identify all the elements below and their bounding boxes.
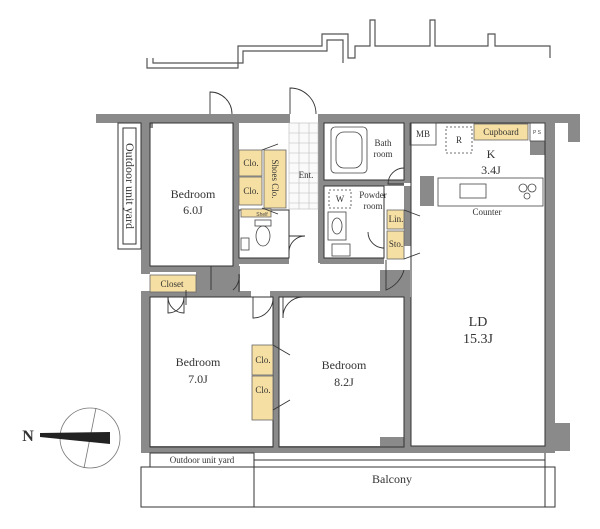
powder-label-2: room — [364, 201, 383, 211]
doors — [167, 87, 421, 411]
clo-4-box — [251, 375, 274, 421]
fridge-icon — [445, 126, 473, 154]
outdoor-yard-side-label: Outdoor unit yard — [123, 143, 137, 229]
mb-box — [409, 122, 437, 146]
shoes-clo-label: Shoes Clo. — [270, 159, 280, 198]
balcony-label: Balcony — [372, 472, 412, 486]
interior-lines — [149, 122, 546, 448]
bedroom-b-size: 7.0J — [188, 372, 208, 386]
sink-icon — [240, 237, 250, 251]
bath-label-1: Bath — [375, 138, 392, 148]
cupboard-label: Cupboard — [483, 127, 519, 137]
bath-label-2: room — [374, 149, 393, 159]
side-yard — [117, 122, 142, 250]
corridor-outline — [146, 19, 551, 69]
bedroom-c-name: Bedroom — [322, 358, 367, 372]
compass: N — [22, 407, 121, 469]
shelf-label: Shelf — [256, 212, 268, 218]
compass-letter: N — [22, 428, 34, 445]
fixtures — [240, 122, 546, 257]
bedroom-a-size: 6.0J — [183, 203, 203, 217]
clo-2-label: Clo. — [243, 186, 258, 196]
lin-box — [386, 209, 405, 230]
closet-box — [149, 274, 197, 293]
clo-3-label: Clo. — [255, 355, 270, 365]
main-walls — [96, 114, 580, 453]
sto-label: Sto. — [389, 239, 403, 249]
bedroom-b-name: Bedroom — [176, 355, 221, 369]
mb-label: MB — [416, 129, 430, 139]
entrance-tiles — [288, 122, 319, 210]
clo-4-label: Clo. — [255, 385, 270, 395]
clo-2-box — [238, 176, 263, 206]
toilet-icon — [254, 219, 272, 227]
clo-1-box — [238, 149, 263, 177]
powder-toilet-icon — [331, 243, 351, 257]
clo-3-box — [251, 344, 274, 376]
outdoor-yard-bottom-label: Outdoor unit yard — [170, 455, 235, 465]
closet-label: Closet — [160, 279, 184, 289]
ps-box — [529, 122, 546, 142]
bedroom-c-size: 8.2J — [334, 375, 354, 389]
compass-arrow-icon — [40, 432, 110, 444]
kitchen-size: 3.4J — [481, 163, 501, 177]
room-labels: Bedroom 6.0J Bedroom 7.0J Bedroom 8.2J K… — [123, 138, 501, 486]
shelf-box — [240, 208, 272, 218]
clo-1-label: Clo. — [243, 158, 258, 168]
sto-box — [386, 230, 405, 260]
washbasin-icon — [327, 211, 347, 241]
counter-label: Counter — [473, 207, 502, 217]
entrance-label: Ent. — [299, 170, 314, 180]
front-door — [289, 87, 317, 115]
counter-top — [437, 177, 544, 207]
storage-labels: Closet Clo. Clo. Shoes Clo. Shelf Clo. C… — [160, 127, 541, 395]
powder-label-1: Powder — [359, 190, 387, 200]
kitchen-name: K — [487, 147, 496, 161]
bathtub-icon — [330, 126, 368, 174]
ld-name: LD — [469, 315, 488, 330]
kitchen-sink-icon — [459, 183, 487, 199]
ld-size: 15.3J — [463, 332, 494, 347]
ps-label: P S — [533, 130, 542, 136]
exterior — [117, 122, 556, 508]
shoes-clo-box — [263, 149, 287, 209]
bedroom-a-name: Bedroom — [171, 187, 216, 201]
balcony-area — [140, 466, 556, 508]
lin-label: Lin. — [389, 214, 404, 224]
storage-fills — [149, 123, 529, 421]
r-label: R — [456, 135, 462, 145]
w-label: W — [336, 194, 345, 204]
cupboard-box — [473, 123, 529, 141]
stove-icon — [518, 183, 528, 193]
